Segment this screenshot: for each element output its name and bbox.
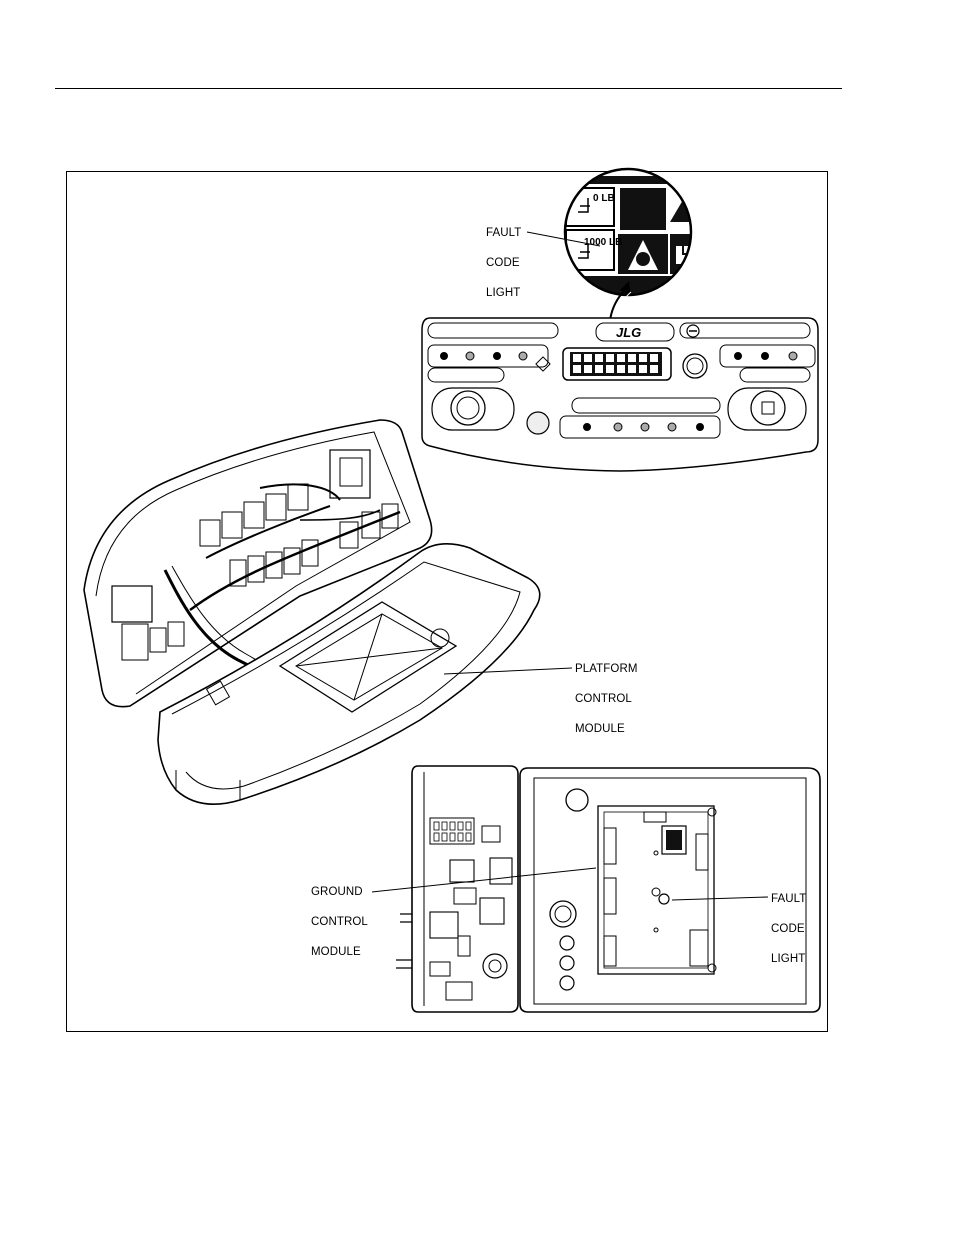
ground-control-box bbox=[396, 766, 820, 1012]
callout-fault-code-light-top: FAULT CODE LIGHT bbox=[486, 211, 521, 316]
jlg-logo: JLG bbox=[616, 325, 641, 340]
callout-platform-control-module: PLATFORM CONTROL MODULE bbox=[575, 647, 638, 752]
weight-readout-upper: 0 LB bbox=[593, 193, 615, 204]
platform-control-panel: JLG bbox=[422, 318, 818, 471]
platform-control-box-open bbox=[84, 420, 540, 804]
weight-readout-lower: 1000 LB bbox=[584, 237, 622, 248]
callout-ground-control-module: GROUND CONTROL MODULE bbox=[311, 870, 368, 975]
callout-fault-code-light-bottom: FAULT CODE LIGHT bbox=[771, 877, 806, 982]
